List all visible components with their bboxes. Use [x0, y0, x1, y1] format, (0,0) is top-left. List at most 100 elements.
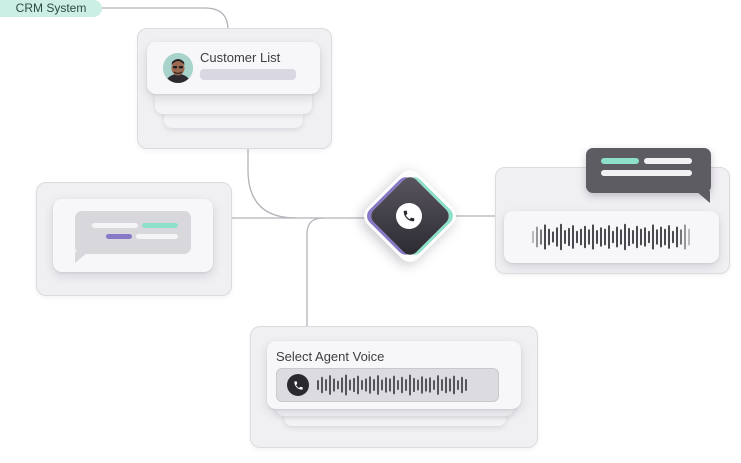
- waveform-bar: [604, 228, 606, 246]
- waveform-bar: [676, 226, 678, 248]
- waveform-bar: [600, 227, 602, 247]
- waveform-agent-voice: [317, 374, 467, 396]
- waveform-bar: [636, 225, 638, 249]
- waveform-bar: [680, 229, 682, 245]
- waveform-bar: [588, 229, 590, 245]
- waveform-bar: [660, 226, 662, 248]
- waveform-bar: [409, 374, 411, 396]
- waveform-bar: [552, 231, 554, 243]
- waveform-bar: [333, 378, 335, 392]
- chat-bubble-left: [75, 211, 191, 254]
- waveform-bar: [672, 230, 674, 244]
- waveform-bar: [317, 380, 319, 390]
- waveform-bar: [652, 224, 654, 250]
- waveform-bar: [349, 379, 351, 391]
- chat-bubble-dark: [586, 148, 711, 193]
- waveform-bar: [433, 380, 435, 390]
- crm-system-label: CRM System: [15, 1, 87, 15]
- crm-connector: [102, 7, 229, 31]
- agent-voice-card[interactable]: Select Agent Voice: [267, 341, 521, 409]
- crm-system-badge: CRM System: [0, 0, 102, 17]
- customer-list-card[interactable]: Customer List: [147, 42, 320, 94]
- waveform-bar: [560, 223, 562, 251]
- waveform-bar: [457, 380, 459, 390]
- waveform-bar: [596, 230, 598, 244]
- agent-voice-selector[interactable]: [276, 368, 499, 402]
- waveform-bar: [357, 375, 359, 395]
- dark-bubble-line-1a: [601, 158, 639, 164]
- waveform-bar: [453, 375, 455, 395]
- voice-phone-icon: [287, 374, 309, 396]
- waveform-bar: [465, 378, 467, 392]
- waveform-bar: [536, 226, 538, 248]
- chat-card-left[interactable]: [53, 199, 213, 272]
- waveform-bar: [369, 376, 371, 394]
- chat-line-2b: [136, 234, 178, 239]
- waveform-bar: [389, 378, 391, 392]
- waveform-bar: [449, 378, 451, 392]
- waveform-bar: [584, 225, 586, 249]
- waveform-bar: [624, 223, 626, 251]
- waveform-bar: [413, 377, 415, 393]
- waveform-bar: [644, 227, 646, 247]
- waveform-bar: [401, 376, 403, 394]
- waveform-bar: [564, 230, 566, 244]
- waveform-bar: [385, 377, 387, 393]
- waveform-bar: [616, 226, 618, 248]
- user-avatar: [163, 53, 193, 83]
- waveform-bar: [329, 375, 331, 395]
- waveform-bar: [405, 378, 407, 392]
- center-phone-icon: [396, 203, 422, 229]
- customer-to-center: [247, 148, 297, 219]
- dark-bubble-line-1b: [644, 158, 692, 164]
- voice-to-center: [306, 217, 324, 326]
- waveform-bar: [393, 375, 395, 395]
- avatar-icon: [163, 53, 193, 83]
- waveform-bar: [568, 227, 570, 247]
- waveform-bar: [365, 378, 367, 392]
- chat-line-2a: [106, 234, 132, 239]
- waveform-bar: [580, 228, 582, 246]
- waveform-bar: [445, 376, 447, 394]
- customer-list-title: Customer List: [200, 50, 281, 65]
- waveform-bar: [648, 230, 650, 244]
- waveform-bar: [321, 376, 323, 394]
- dark-bubble-line-2: [601, 170, 692, 176]
- waveform-bar: [377, 375, 379, 395]
- waveform-bar: [576, 230, 578, 244]
- waveform-bar: [628, 227, 630, 247]
- waveform-bar: [572, 225, 574, 249]
- waveform-bar: [668, 225, 670, 249]
- customer-list-placeholder-bar: [200, 69, 296, 80]
- chat-line-1b: [142, 223, 178, 228]
- waveform-bar: [540, 229, 542, 245]
- waveform-bar: [532, 230, 534, 244]
- waveform-bar: [548, 228, 550, 246]
- waveform-bar: [345, 374, 347, 396]
- chat-line-1a: [92, 223, 138, 228]
- waveform-bar: [441, 378, 443, 392]
- waveform-bar: [361, 380, 363, 390]
- waveform-bar: [592, 224, 594, 250]
- chat-bubble-left-tail: [75, 252, 88, 263]
- waveform-bar: [397, 380, 399, 390]
- waveform-bar: [632, 230, 634, 244]
- waveform-bar: [325, 378, 327, 392]
- waveform-card-right[interactable]: [504, 211, 719, 263]
- waveform-bar: [421, 376, 423, 394]
- waveform-bar: [544, 224, 546, 250]
- waveform-bar: [612, 230, 614, 244]
- phone-icon: [293, 380, 303, 390]
- waveform-bar: [337, 380, 339, 390]
- waveform-bar: [353, 377, 355, 393]
- waveform-bar: [341, 377, 343, 393]
- phone-icon: [403, 210, 415, 222]
- waveform-right: [532, 223, 690, 251]
- agent-voice-title: Select Agent Voice: [276, 349, 385, 364]
- waveform-bar: [429, 377, 431, 393]
- waveform-bar: [684, 224, 686, 250]
- waveform-bar: [437, 375, 439, 395]
- waveform-bar: [608, 225, 610, 249]
- waveform-bar: [688, 228, 690, 246]
